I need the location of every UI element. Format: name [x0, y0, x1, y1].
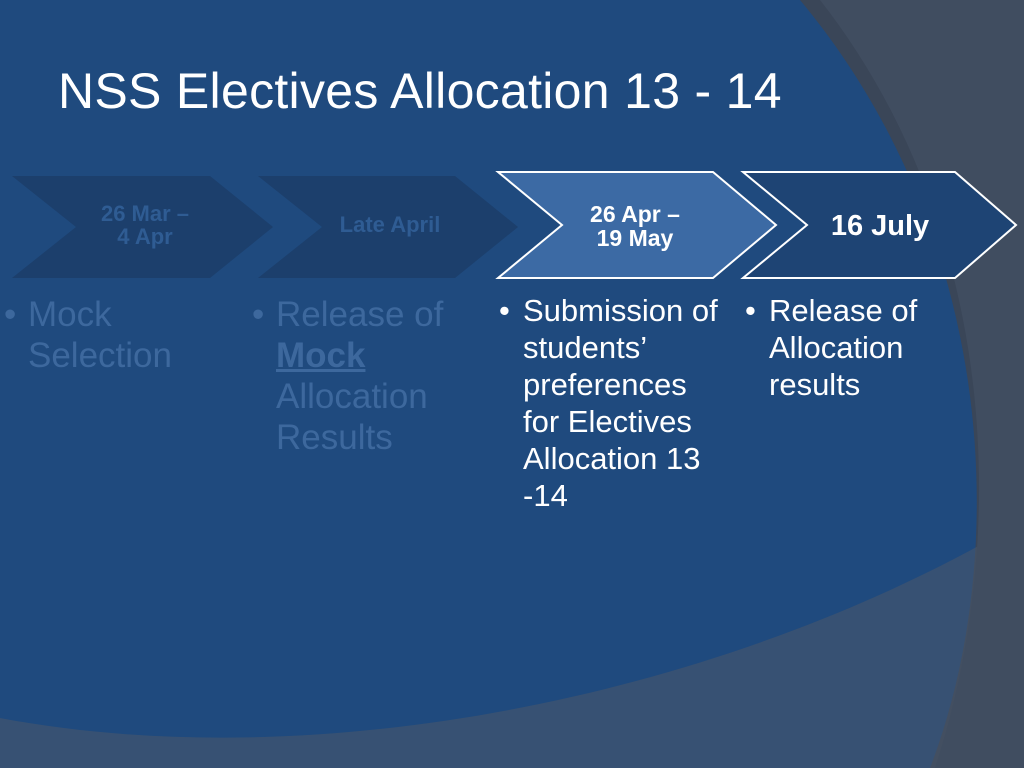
step-1-description: Mock Selection: [2, 294, 222, 376]
chevron-step-4: [740, 171, 1018, 279]
step-2-bullet-suffix: Allocation Results: [276, 377, 428, 457]
step-2-date: Late April: [339, 212, 441, 238]
step-4-date: 16 July: [830, 209, 930, 242]
step-3-date: 26 Apr – 19 May: [590, 200, 680, 251]
chevron-step-3: [495, 171, 778, 279]
step-2-bullet-prefix: Release of: [276, 295, 444, 334]
step-1-bullet: Mock Selection: [2, 294, 222, 376]
step-2-description: Release of Mock Allocation Results: [250, 294, 475, 458]
chevron-step-1: [12, 176, 273, 278]
step-1-date: 26 Mar – 4 Apr: [100, 200, 190, 249]
chevron-step-2: [258, 176, 518, 278]
step-2-bullet: Release of Mock Allocation Results: [250, 294, 475, 458]
step-3-description: Submission of students’ preferences for …: [497, 292, 719, 514]
step-4-description: Release of Allocation results: [743, 292, 968, 403]
corner-arc-light: [0, 520, 1024, 768]
step-3-bullet: Submission of students’ preferences for …: [497, 292, 719, 514]
step-4-bullet: Release of Allocation results: [743, 292, 968, 403]
step-2-bullet-emphasis: Mock: [276, 336, 366, 375]
slide-title: NSS Electives Allocation 13 - 14: [58, 63, 782, 119]
